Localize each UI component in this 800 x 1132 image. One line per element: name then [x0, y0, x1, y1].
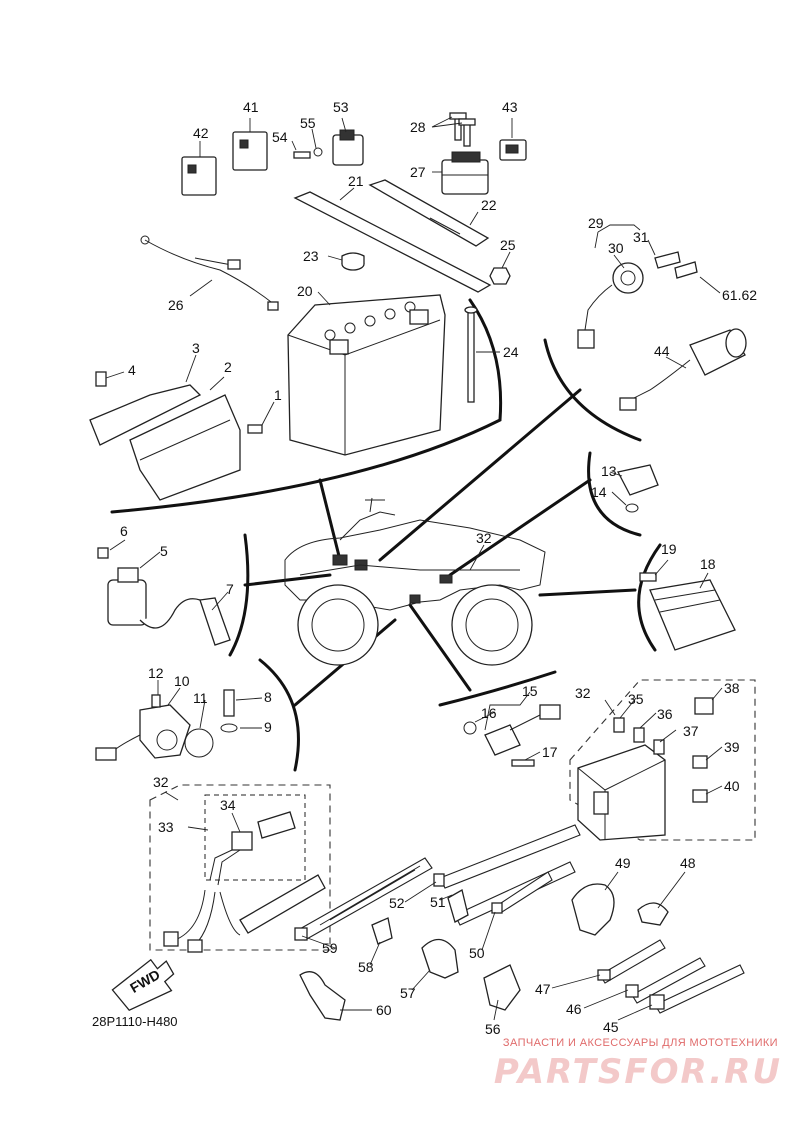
fuse-box-32	[569, 679, 756, 841]
label-3: 3	[192, 340, 200, 356]
label-29: 29	[588, 215, 604, 231]
main-switch-29-30-31	[577, 251, 698, 349]
part-labels: 41 42 53 54 55 28 43 27 21 22 23 25 26 2…	[92, 99, 757, 1037]
rubber-23	[341, 252, 365, 271]
label-2: 2	[224, 359, 232, 375]
thermo-unit-8-9	[220, 689, 238, 733]
label-15: 15	[522, 683, 538, 699]
label-27: 27	[410, 164, 426, 180]
label-54: 54	[272, 129, 288, 145]
label-11: 11	[193, 690, 208, 706]
rectifier-18-19	[639, 572, 736, 651]
label-13: 13	[601, 463, 617, 479]
label-17: 17	[542, 744, 558, 760]
label-50: 50	[469, 945, 485, 961]
label-60: 60	[376, 1002, 392, 1018]
relays-41-42-43	[181, 131, 527, 196]
label-39: 39	[724, 739, 740, 755]
label-37: 37	[683, 723, 699, 739]
label-7: 7	[226, 581, 234, 597]
label-38: 38	[724, 680, 740, 696]
label-41: 41	[243, 99, 259, 115]
label-6: 6	[120, 523, 128, 539]
label-56: 56	[485, 1021, 501, 1037]
label-42: 42	[193, 125, 209, 141]
label-14: 14	[591, 484, 607, 500]
label-16: 16	[481, 705, 497, 721]
label-49: 49	[615, 855, 631, 871]
label-9: 9	[264, 719, 272, 735]
battery-band-21-22	[293, 179, 492, 293]
ignition-coil-5-6-7	[97, 547, 231, 646]
label-46: 46	[566, 1001, 582, 1017]
label-10: 10	[174, 673, 190, 689]
sensor-10-11-12	[95, 694, 214, 761]
label-30: 30	[608, 240, 624, 256]
label-43: 43	[502, 99, 518, 115]
label-51: 51	[430, 894, 446, 910]
label-61-62: 61.62	[722, 287, 757, 303]
label-35: 35	[628, 691, 644, 707]
label-47: 47	[535, 981, 551, 997]
label-8: 8	[264, 689, 272, 705]
label-44: 44	[654, 343, 670, 359]
label-26: 26	[168, 297, 184, 313]
bolt-24	[464, 306, 478, 403]
label-53: 53	[333, 99, 349, 115]
label-18: 18	[700, 556, 716, 572]
label-20: 20	[297, 283, 313, 299]
wire-harness-32	[149, 784, 331, 953]
bands-and-clamps	[294, 824, 745, 1021]
battery-20	[287, 294, 446, 456]
label-4: 4	[128, 362, 136, 378]
fwd-arrow	[111, 958, 175, 1012]
nut-25	[489, 267, 511, 285]
label-19: 19	[661, 541, 677, 557]
screws-28	[449, 112, 476, 147]
atv-outline	[284, 497, 546, 666]
label-48: 48	[680, 855, 696, 871]
sensor-13-14	[617, 464, 659, 513]
sensor-15-16-17	[463, 704, 561, 767]
label-36: 36	[657, 706, 673, 722]
cdi-unit-2-bracket-3	[89, 371, 263, 501]
label-1: 1	[274, 387, 282, 403]
label-31: 31	[633, 229, 649, 245]
accessory-socket-44	[619, 328, 747, 411]
label-21: 21	[348, 173, 364, 189]
relay-53-bolt-54-washer-55	[293, 129, 364, 166]
label-32-fusebox: 32	[575, 685, 591, 701]
label-52: 52	[389, 895, 405, 911]
label-45: 45	[603, 1019, 619, 1035]
label-32-center: 32	[476, 530, 492, 546]
label-57: 57	[400, 985, 416, 1001]
label-33: 33	[158, 819, 174, 835]
label-5: 5	[160, 543, 168, 559]
label-24: 24	[503, 344, 519, 360]
starter-relay-27	[441, 151, 489, 195]
watermark-logo: PARTSFOR.RU	[493, 1052, 782, 1092]
harness-26	[140, 235, 279, 311]
label-12: 12	[148, 665, 164, 681]
label-55: 55	[300, 115, 316, 131]
label-58: 58	[358, 959, 374, 975]
diagram-code: 28P1110-H480	[92, 1014, 178, 1029]
label-22: 22	[481, 197, 497, 213]
label-32-harness: 32	[153, 774, 169, 790]
watermark-tagline: ЗАПЧАСТИ И АКСЕССУАРЫ ДЛЯ МОТОТЕХНИКИ	[502, 1037, 778, 1049]
label-34: 34	[220, 797, 236, 813]
label-23: 23	[303, 248, 319, 264]
label-28: 28	[410, 119, 426, 135]
label-25: 25	[500, 237, 516, 253]
label-59: 59	[322, 940, 338, 956]
leader-lines	[105, 116, 723, 1021]
label-40: 40	[724, 778, 740, 794]
